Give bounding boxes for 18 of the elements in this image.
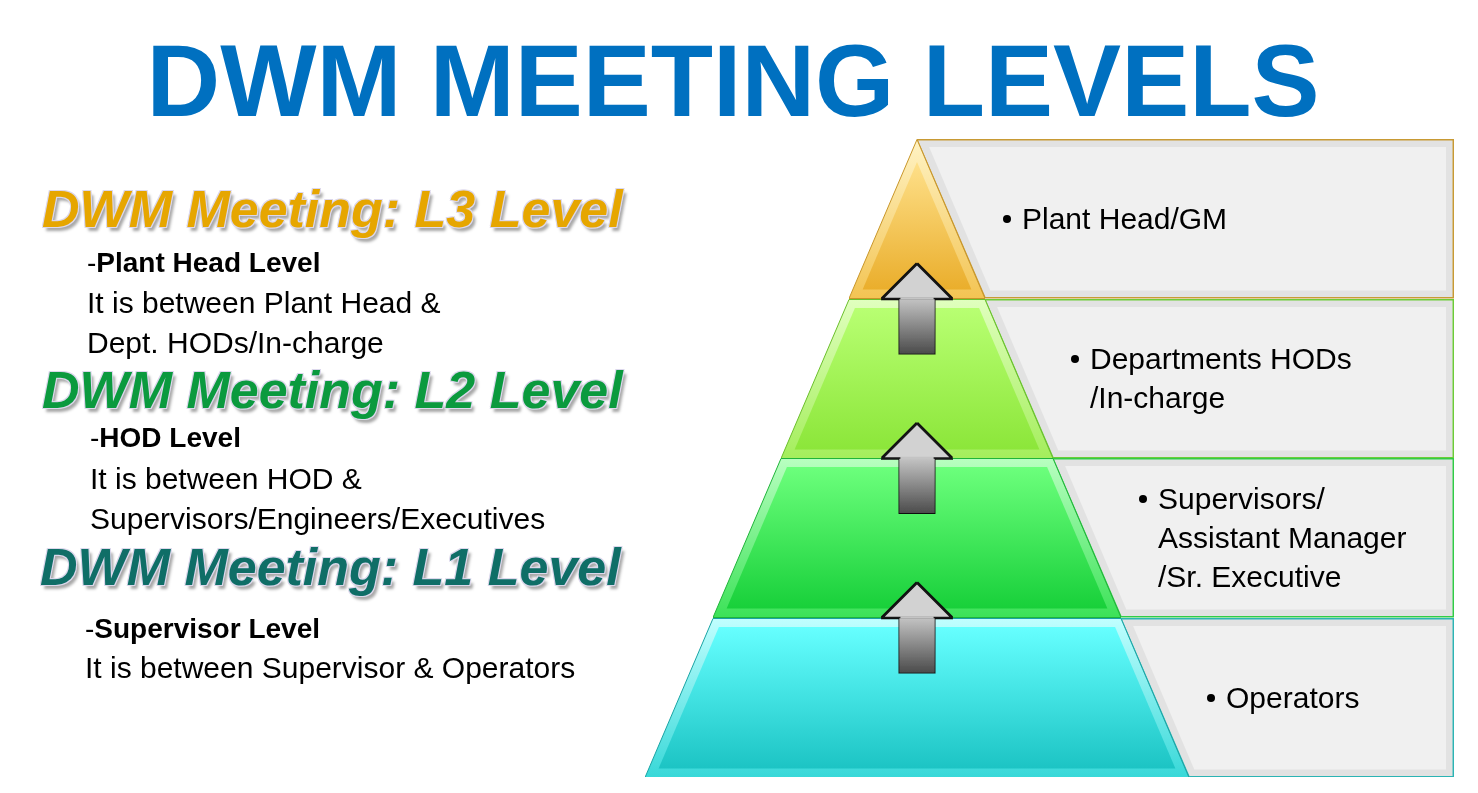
block-arrow (882, 423, 952, 513)
text-panel (985, 298, 1454, 458)
level-name: -Supervisor Level (85, 612, 320, 646)
list-item-text: Supervisors/ Assistant Manager /Sr. Executive (1158, 481, 1408, 596)
block-arrow (882, 263, 952, 354)
text-panel (917, 139, 1454, 299)
title: DWM MEETING LEVELS (146, 30, 1320, 132)
list-item-text: Plant Head/GM (1022, 201, 1228, 238)
list-item-text: Operators (1226, 679, 1360, 716)
pyramid-tier (713, 458, 1121, 618)
pyramid-tier (645, 617, 1189, 777)
list-item-text: Departments HODs /In-charge (1090, 341, 1353, 417)
text-panel (1053, 458, 1454, 618)
level-description: It is between HOD & Supervisors/Engineers/Executives (90, 461, 547, 537)
level-name: -Plant Head Level (87, 246, 321, 280)
level-description: It is between Supervisor & Operators (85, 650, 577, 686)
level-name: -HOD Level (90, 421, 241, 455)
level-description: It is between Plant Head & Dept. HODs/In-charge (87, 285, 442, 361)
